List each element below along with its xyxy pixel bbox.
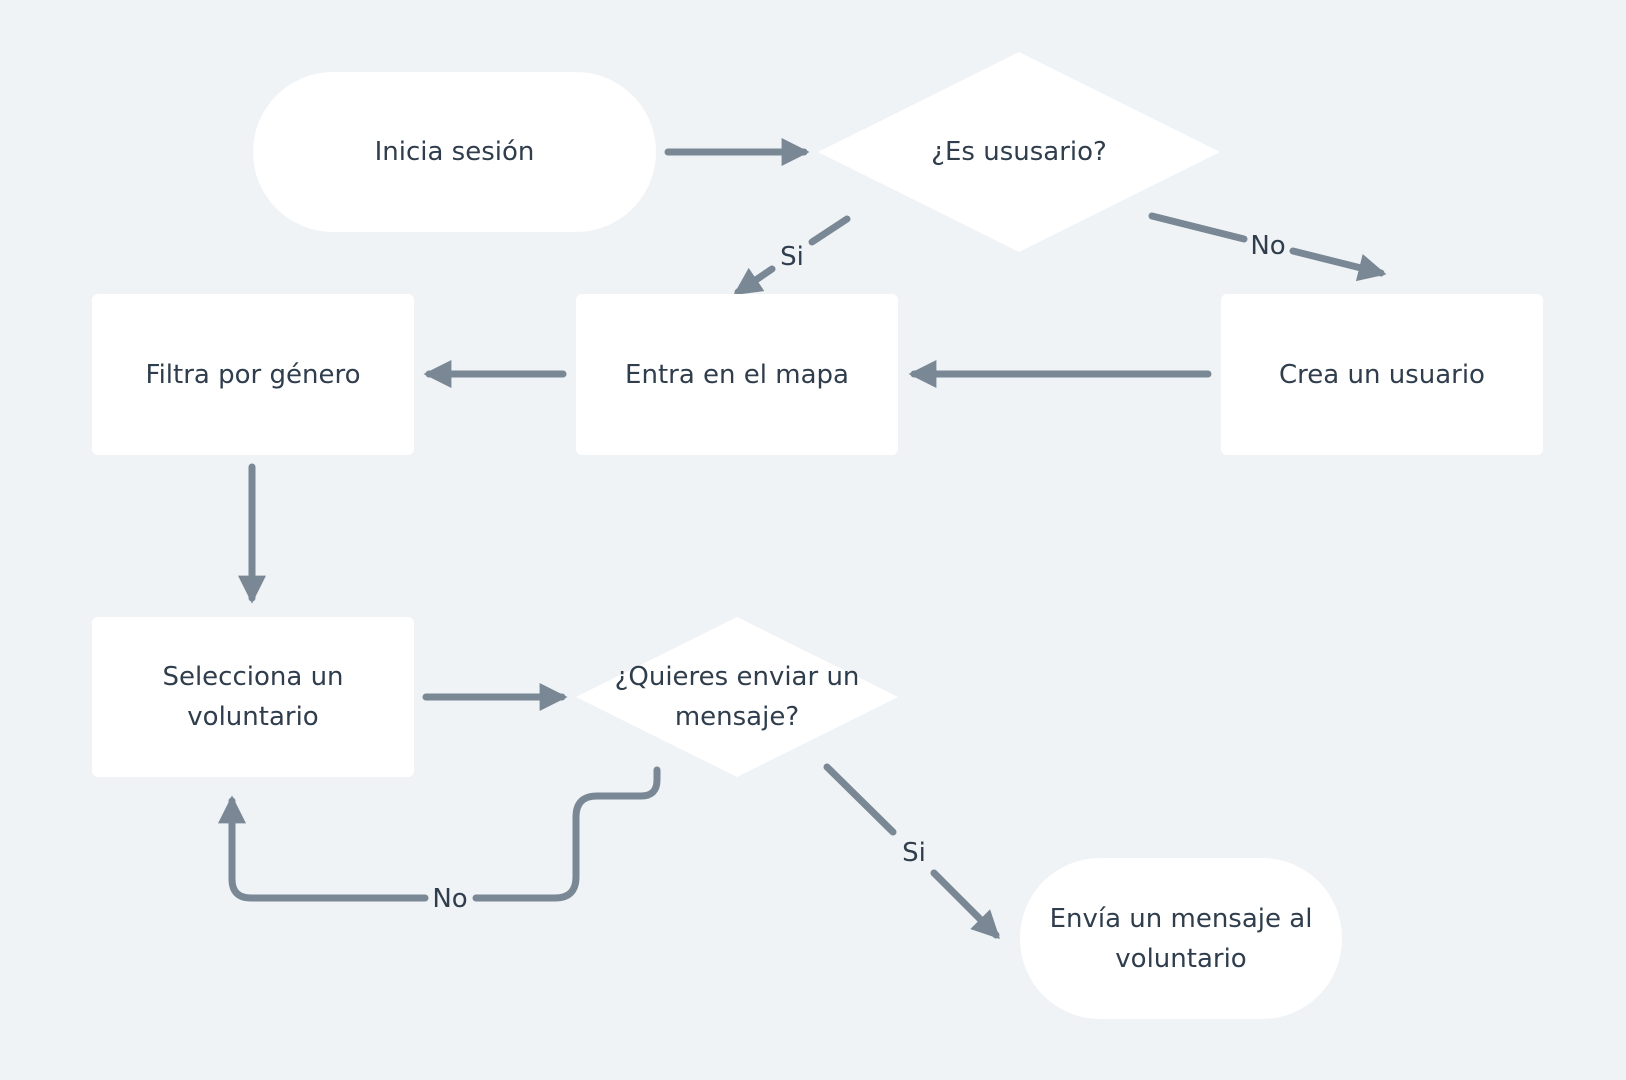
node-es-usuario-shape: [818, 52, 1220, 252]
edge-quieres-no-to-selecciona-a: [472, 766, 661, 902]
node-quieres-enviar[interactable]: ¿Quieres enviar un mensaje?: [576, 617, 898, 777]
edge-quieres-si-to-envia-b: [930, 869, 1000, 939]
node-selecciona-voluntario-label: Selecciona un voluntario: [162, 662, 344, 732]
node-crea-usuario[interactable]: Crea un usuario: [1221, 294, 1543, 455]
edge-es-usuario-si-to-entra-mapa-a: [808, 215, 851, 246]
edge-es-usuario-no-to-crea-usuario-a: [1148, 212, 1248, 243]
node-envia-mensaje-label: Envía un mensaje al voluntario: [1049, 903, 1313, 974]
edge-es-usuario-no-to-crea-usuario-b: [1289, 247, 1387, 282]
node-entra-mapa-label: Entra en el mapa: [625, 359, 849, 390]
edge-label-si-2: Si: [902, 838, 926, 868]
node-es-usuario[interactable]: ¿Es ususario?: [818, 52, 1220, 252]
node-envia-mensaje[interactable]: Envía un mensaje al voluntario: [1020, 858, 1342, 1019]
edge-es-usuario-si-to-entra-mapa-b: [733, 265, 776, 296]
edge-label-si-1: Si: [780, 242, 804, 272]
node-quieres-enviar-label: ¿Quieres enviar un mensaje?: [614, 662, 860, 732]
node-entra-mapa[interactable]: Entra en el mapa: [576, 294, 898, 455]
node-selecciona-voluntario[interactable]: Selecciona un voluntario: [92, 617, 414, 777]
node-inicia-sesion[interactable]: Inicia sesión: [253, 72, 656, 232]
edge-label-no-1: No: [1250, 231, 1285, 261]
edge-label-no-2: No: [432, 884, 467, 914]
node-quieres-enviar-shape: [576, 617, 898, 777]
node-filtra-genero[interactable]: Filtra por género: [92, 294, 414, 455]
node-inicia-sesion-label: Inicia sesión: [374, 137, 535, 167]
node-es-usuario-label: ¿Es ususario?: [931, 137, 1107, 167]
node-crea-usuario-label: Crea un usuario: [1279, 359, 1485, 390]
edge-quieres-no-to-selecciona-b: [218, 795, 429, 902]
edge-quieres-si-to-envia-a: [823, 763, 897, 836]
node-filtra-genero-label: Filtra por género: [145, 359, 361, 390]
